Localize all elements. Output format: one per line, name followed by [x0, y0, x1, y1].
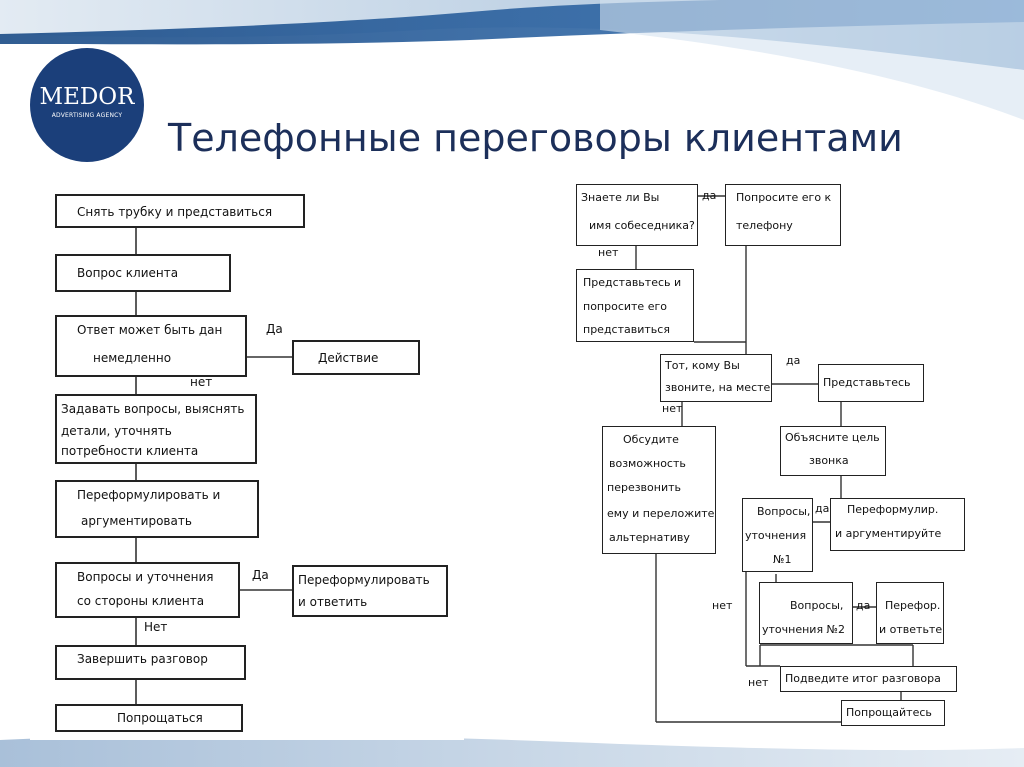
step-say-goodbye-right-label: Попрощайтесь: [846, 706, 932, 719]
decision-client-questions: Вопросы и уточнения со стороны клиента: [55, 562, 240, 618]
step-action: Действие: [292, 340, 420, 375]
label-no-r3: нет: [712, 599, 733, 612]
step-explain-goal: Объясните цель звонка: [780, 426, 886, 476]
decision-client-questions-line2: со стороны клиента: [77, 594, 205, 608]
step-say-goodbye: Попрощаться: [55, 704, 243, 732]
label-yes-2: Да: [252, 568, 269, 582]
label-no-r2: нет: [662, 402, 683, 415]
label-no-r1: нет: [598, 246, 619, 259]
step-introduce-ask: Представьтесь и попросите его представит…: [576, 269, 694, 342]
step-discuss-callback: Обсудите возможность перезвонить ему и п…: [602, 426, 716, 554]
decision-answer-now-line2: немедленно: [93, 351, 172, 365]
q-questions-2: Вопросы, уточнения №2: [759, 582, 853, 644]
logo-brand: MEDOR: [39, 84, 135, 110]
label-yes-1: Да: [266, 322, 283, 336]
label-yes-r4: да: [856, 599, 871, 612]
step-action-label: Действие: [318, 351, 379, 365]
step-reformulate-argue-line1: Переформулировать и: [77, 488, 221, 502]
step-discuss-callback-line3: перезвонить: [607, 481, 682, 494]
step-pick-up-phone: Снять трубку и представиться: [55, 194, 305, 228]
right-flowchart: Знаете ли Вы имя собеседника? Попросите …: [518, 182, 965, 738]
step-ask-questions-line2: детали, уточнять: [61, 424, 172, 438]
label-yes-r3: да: [815, 502, 830, 515]
step-introduce-ask-line2: попросите его: [583, 300, 667, 313]
step-client-question: Вопрос клиента: [55, 254, 231, 292]
step-pick-up-phone-label: Снять трубку и представиться: [77, 205, 273, 219]
step-introduce: Представьтесь: [818, 364, 924, 402]
q-person-present: Тот, кому Вы звоните, на месте: [660, 354, 772, 402]
step-reformulate-argue-right-line2: и аргументируйте: [835, 527, 942, 540]
q-questions-1-line2: уточнения: [745, 529, 807, 542]
step-reformulate-argue: Переформулировать и аргументировать: [55, 480, 259, 538]
q-questions-2-line2: уточнения №2: [762, 623, 845, 636]
decision-client-questions-line1: Вопросы и уточнения: [77, 570, 214, 584]
label-yes-r2: да: [786, 354, 801, 367]
left-flowchart: Снять трубку и представиться Вопрос клие…: [30, 182, 464, 740]
step-reformulate-argue-right-line1: Переформулир.: [847, 503, 939, 516]
q-know-name-line1: Знаете ли Вы: [581, 191, 660, 204]
step-reformulate-answer-right-line2: и ответьте: [879, 623, 943, 636]
left-connectors: [135, 228, 292, 704]
step-discuss-callback-line2: возможность: [609, 457, 686, 470]
step-reformulate-answer-line1: Переформулировать: [298, 573, 430, 587]
q-person-present-line2: звоните, на месте: [665, 381, 771, 394]
step-discuss-callback-line1: Обсудите: [623, 433, 679, 446]
step-reformulate-answer-line2: и ответить: [298, 595, 368, 609]
label-no-r4: нет: [748, 676, 769, 689]
step-reformulate-answer: Переформулировать и ответить: [292, 565, 448, 617]
step-introduce-ask-line1: Представьтесь и: [583, 276, 682, 289]
step-summarize: Подведите итог разговора: [780, 666, 957, 692]
q-know-name-line2: имя собеседника?: [589, 219, 695, 232]
decision-answer-now: Ответ может быть дан немедленно: [55, 315, 247, 377]
decision-answer-now-line1: Ответ может быть дан: [77, 323, 223, 337]
step-client-question-label: Вопрос клиента: [77, 266, 179, 280]
step-explain-goal-line1: Объясните цель: [785, 431, 880, 444]
logo-subtitle: ADVERTISING AGENCY: [51, 112, 123, 119]
step-ask-to-phone-line1: Попросите его к: [736, 191, 832, 204]
label-no-2: Нет: [144, 620, 168, 634]
step-end-conversation-label: Завершить разговор: [77, 652, 208, 666]
q-know-name: Знаете ли Вы имя собеседника?: [576, 184, 698, 246]
q-questions-1-line3: №1: [773, 553, 792, 566]
q-questions-1: Вопросы, уточнения №1: [742, 498, 813, 572]
step-end-conversation: Завершить разговор: [55, 645, 246, 680]
step-ask-questions-line1: Задавать вопросы, выяснять: [61, 402, 245, 416]
step-discuss-callback-line5: альтернативу: [609, 531, 690, 544]
step-introduce-label: Представьтесь: [823, 376, 911, 389]
step-reformulate-answer-right-line1: Перефор.: [885, 599, 941, 612]
step-introduce-ask-line3: представиться: [583, 323, 670, 336]
step-ask-questions-line3: потребности клиента: [61, 444, 199, 458]
step-explain-goal-line2: звонка: [809, 454, 849, 467]
label-yes-r1: да: [702, 189, 717, 202]
right-connectors: [635, 195, 914, 723]
slide-title: Телефонные переговоры клиентами: [168, 116, 903, 160]
q-questions-2-line1: Вопросы,: [790, 599, 844, 612]
q-questions-1-line1: Вопросы,: [757, 505, 811, 518]
step-discuss-callback-line4: ему и переложите: [607, 507, 715, 520]
medor-logo: MEDOR ADVERTISING AGENCY: [30, 48, 144, 162]
step-ask-to-phone: Попросите его к телефону: [725, 184, 841, 246]
step-say-goodbye-label: Попрощаться: [117, 711, 203, 725]
step-ask-to-phone-line2: телефону: [736, 219, 793, 232]
step-summarize-label: Подведите итог разговора: [785, 672, 941, 685]
label-no-1: нет: [190, 375, 213, 389]
step-say-goodbye-right: Попрощайтесь: [841, 700, 945, 726]
step-reformulate-argue-line2: аргументировать: [81, 514, 192, 528]
step-reformulate-argue-right: Переформулир. и аргументируйте: [830, 498, 965, 551]
step-reformulate-answer-right: Перефор. и ответьте: [876, 582, 944, 644]
step-ask-questions: Задавать вопросы, выяснять детали, уточн…: [55, 394, 257, 464]
q-person-present-line1: Тот, кому Вы: [665, 359, 740, 372]
